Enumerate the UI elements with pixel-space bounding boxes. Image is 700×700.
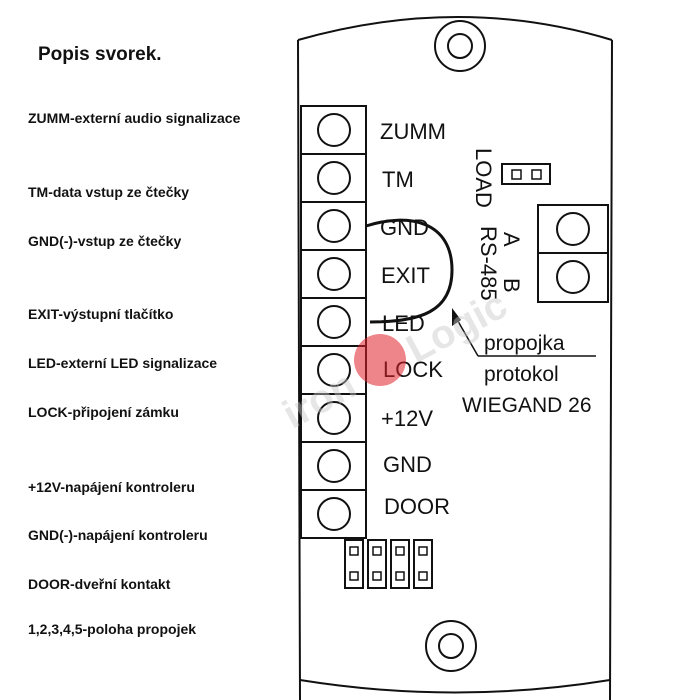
note-propojka: propojka: [484, 332, 565, 355]
terminal-screw-gnd-power: [317, 449, 351, 483]
legend-gnd-power: GND(-)-napájení kontroleru: [28, 527, 208, 543]
mounting-hole-top: [434, 20, 486, 72]
rs485-label: RS-485: [476, 226, 501, 301]
board-bottom-curve: [299, 679, 611, 694]
terminal-block: [300, 105, 367, 539]
legend-gnd-input: GND(-)-vstup ze čtečky: [28, 233, 182, 249]
terminal-screw-lock: [317, 353, 351, 387]
terminal-screw-tm: [317, 161, 351, 195]
note-protokol: protokol: [484, 363, 559, 386]
terminal-label-tm: TM: [382, 167, 414, 192]
rs485-screw-b: [556, 260, 590, 294]
load-jumper-header: [501, 163, 551, 185]
pointer-diagonal: [454, 315, 479, 357]
legend-12v: +12V-napájení kontroleru: [28, 479, 195, 495]
terminal-label-door: DOOR: [384, 494, 450, 519]
terminal-screw-exit: [317, 257, 351, 291]
board-outline: [297, 16, 613, 700]
page-title: Popis svorek.: [38, 44, 162, 65]
rs485-terminal-block: [537, 204, 609, 303]
rs485-screw-a: [556, 212, 590, 246]
legend-zumm: ZUMM-externí audio signalizace: [28, 110, 241, 126]
legend-led: LED-externí LED signalizace: [28, 355, 218, 371]
load-label: LOAD: [471, 148, 496, 208]
legend-lock: LOCK-připojení zámku: [28, 404, 179, 420]
terminal-screw-gnd: [317, 209, 351, 243]
note-wiegand: WIEGAND 26: [462, 394, 592, 417]
legend-exit: EXIT-výstupní tlačítko: [28, 306, 174, 322]
jumper-wire: [365, 218, 454, 324]
watermark-right: Logic: [399, 283, 514, 372]
mounting-hole-bottom: [425, 620, 477, 672]
pointer-arrowhead: [452, 308, 461, 326]
jumper-headers: [344, 539, 433, 589]
terminal-screw-led: [317, 305, 351, 339]
terminal-label-gnd-power: GND: [383, 452, 432, 477]
terminal-screw-12v: [317, 401, 351, 435]
watermark-logo-circle: [354, 334, 406, 386]
terminal-label-exit: EXIT: [381, 263, 430, 288]
terminal-label-12v: +12V: [381, 406, 433, 431]
legend-door: DOOR-dveřní kontakt: [28, 576, 171, 592]
terminal-label-zumm: ZUMM: [380, 119, 446, 144]
rs485-label-b: B: [499, 278, 524, 293]
rs485-label-a: A: [499, 232, 524, 247]
legend-jumper-positions: 1,2,3,4,5-poloha propojek: [28, 621, 197, 637]
terminal-screw-zumm: [317, 113, 351, 147]
legend-tm: TM-data vstup ze čtečky: [28, 184, 190, 200]
terminal-screw-door: [317, 497, 351, 531]
